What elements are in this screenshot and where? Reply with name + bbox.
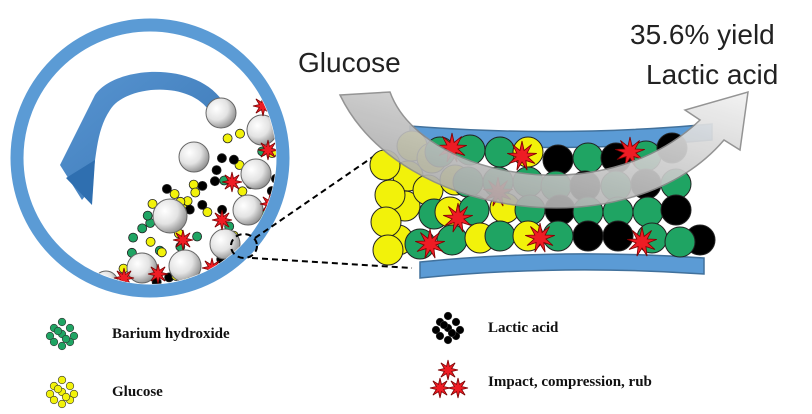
lower-ball-surface — [419, 253, 705, 279]
legend-dot — [69, 331, 79, 341]
glucose-particle — [269, 279, 276, 284]
lactic-acid-particles-icon — [431, 311, 465, 345]
impact-burst — [615, 136, 645, 167]
impact-burst — [257, 139, 276, 161]
lactic-acid-particle — [209, 176, 220, 187]
impact-burst-icon — [429, 359, 469, 399]
glucose-particle — [202, 207, 213, 218]
barium-hydroxide-particle — [142, 210, 153, 221]
lactic-acid-particle — [228, 154, 239, 165]
glucose-particle — [374, 179, 406, 211]
lactic-acid-particle — [161, 183, 172, 194]
lactic-acid-particle — [572, 220, 604, 252]
barium-hydroxide-particle — [664, 226, 696, 258]
glucose-particle — [222, 133, 233, 144]
legend-dot — [65, 323, 75, 333]
legend-dot — [57, 317, 67, 327]
legend-dot — [455, 325, 465, 335]
legend-dot — [443, 335, 453, 345]
legend-label-lactic-acid: Lactic acid — [488, 320, 559, 336]
barium-hydroxide-particle — [484, 220, 516, 252]
glucose-particle — [145, 236, 156, 247]
barium-hydroxide-particle — [128, 232, 139, 243]
glucose-callout: Glucose — [298, 47, 401, 78]
milling-ball — [240, 158, 272, 190]
milling-jar — [10, 18, 290, 298]
lactic-acid-particle — [211, 165, 222, 176]
legend-dot — [53, 384, 63, 394]
glucose-particle — [190, 187, 201, 198]
legend-dot — [57, 375, 67, 385]
legend-dot — [451, 317, 461, 327]
milling-ball — [232, 194, 264, 226]
glucose-particle — [370, 206, 402, 238]
legend-dot — [435, 331, 445, 341]
barium-hydroxide-particles-icon — [45, 317, 79, 351]
barium-hydroxide-particle — [572, 142, 604, 174]
legend: Barium hydroxide Glucose Lactic acid Imp… — [45, 311, 652, 409]
impact-burst — [172, 229, 194, 251]
legend-dot — [53, 326, 63, 336]
product-callout: Lactic acid — [646, 59, 778, 90]
barium-hydroxide-particle — [137, 223, 148, 234]
barium-hydroxide-particle — [632, 196, 664, 228]
lactic-acid-particle — [197, 180, 208, 191]
lactic-acid-particle — [267, 259, 276, 270]
lactic-acid-particle — [216, 153, 227, 164]
impact-burst — [447, 377, 469, 399]
glucose-particle — [235, 128, 245, 139]
impact-burst — [627, 226, 657, 257]
glucose-particle — [156, 247, 167, 258]
impact-burst — [415, 228, 445, 259]
legend-dot — [439, 320, 449, 330]
glucose-particle — [147, 198, 158, 209]
milling-ball — [178, 141, 210, 173]
legend-dot — [49, 395, 59, 405]
rotation-arrow-icon — [60, 71, 225, 201]
yield-callout: 35.6% yield — [630, 19, 775, 50]
glucose-particle — [372, 234, 404, 266]
legend-dot — [57, 341, 67, 351]
legend-label-glucose: Glucose — [112, 384, 163, 400]
barium-hydroxide-particle — [192, 231, 203, 242]
process-arrow-icon — [338, 90, 749, 209]
impact-burst — [147, 263, 169, 284]
zoom-lines — [230, 151, 413, 269]
impact-burst — [429, 377, 451, 399]
impact-burst — [221, 171, 243, 193]
legend-label-barium-hydroxide: Barium hydroxide — [112, 326, 230, 342]
legend-dot — [65, 381, 75, 391]
legend-dot — [45, 389, 55, 399]
legend-dot — [447, 328, 457, 338]
glucose-particle — [237, 186, 248, 197]
legend-dot — [45, 331, 55, 341]
legend-dot — [61, 392, 71, 402]
glucose-particles-icon — [45, 375, 79, 409]
impact-burst — [437, 359, 459, 381]
legend-dot — [431, 325, 441, 335]
legend-dot — [443, 311, 453, 321]
legend-label-impact: Impact, compression, rub — [488, 374, 652, 390]
milling-ball — [205, 97, 237, 129]
lactic-acid-particle — [660, 194, 692, 226]
impact-burst — [507, 140, 537, 171]
legend-dot — [69, 389, 79, 399]
legend-dot — [49, 337, 59, 347]
barium-hydroxide-particle — [274, 264, 276, 275]
glucose-particle — [169, 189, 180, 199]
impact-burst — [211, 209, 233, 231]
lactic-acid-particle — [602, 220, 634, 252]
impact-burst — [525, 222, 555, 253]
lactic-acid-particle — [197, 199, 208, 210]
legend-dot — [57, 399, 67, 409]
milling-ball — [152, 198, 188, 234]
lactic-acid-particle — [542, 144, 574, 176]
impact-burst — [443, 202, 473, 233]
glucose-particle — [188, 179, 199, 190]
legend-dot — [61, 334, 71, 344]
